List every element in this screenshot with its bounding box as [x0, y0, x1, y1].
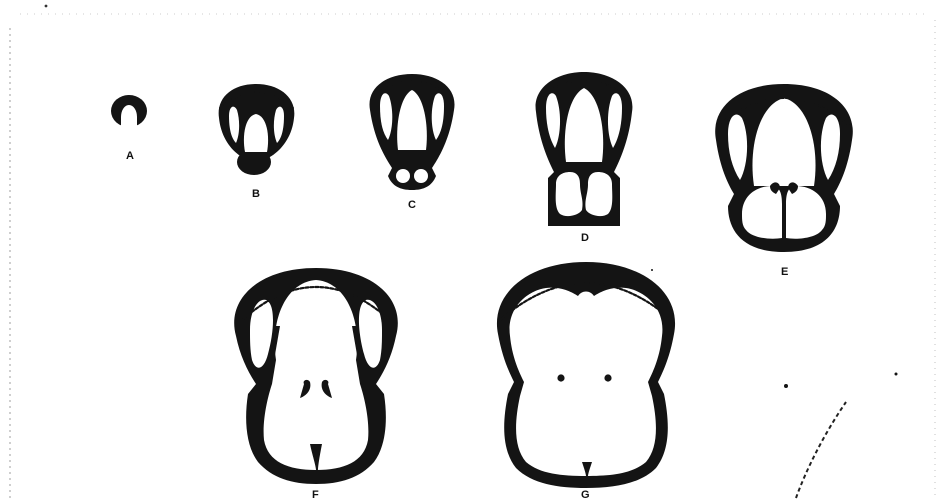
stage-b-label: B	[252, 189, 260, 200]
scan-border	[10, 5, 935, 500]
stage-f-drawing	[234, 268, 398, 484]
stage-e-drawing	[715, 84, 853, 252]
stage-c-drawing	[369, 74, 454, 190]
stage-a-label: A	[126, 151, 134, 162]
stage-a-drawing	[111, 95, 147, 135]
stage-g-drawing	[497, 262, 675, 488]
speck-marks	[651, 269, 898, 498]
stage-e-label: E	[781, 267, 788, 278]
stage-f-label: F	[312, 490, 319, 501]
stage-d-drawing	[536, 72, 633, 226]
stage-g-label: G	[581, 490, 590, 501]
stage-d-label: D	[581, 233, 589, 244]
stage-b-drawing	[219, 84, 295, 175]
stage-c-label: C	[408, 200, 416, 211]
